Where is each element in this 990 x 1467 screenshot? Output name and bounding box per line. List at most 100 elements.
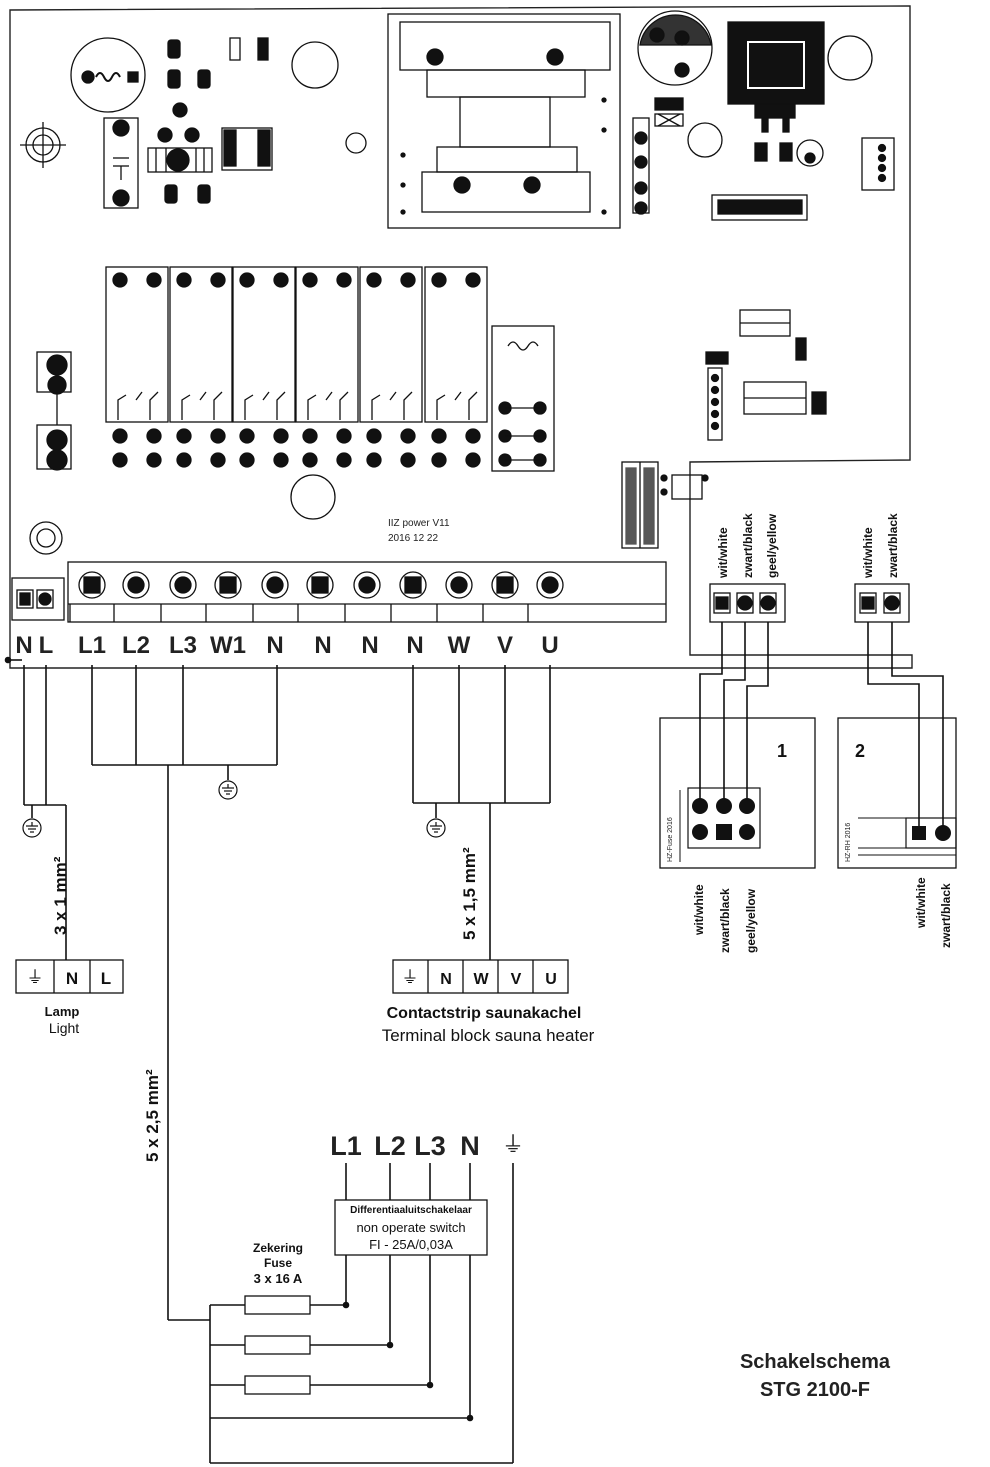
board-version: IIZ power V11 2016 12 22 [388,518,450,544]
fuse-label-line3: 3 x 16 A [254,1271,303,1286]
fuse-l2 [244,1335,311,1355]
mains-n: N [460,1131,480,1161]
lamp-terminal-block: ⏚ N L Lamp Light [15,959,124,1036]
terminal-label: N [406,632,423,659]
rcd-line3: FI - 25A/0,03A [369,1237,453,1252]
wiring [4,622,944,1464]
screw-terminal [252,571,289,622]
wire-label-black-2: zwart/black [886,513,900,578]
wire-label-black-1: zwart/black [741,513,755,578]
terminal-strip [11,561,667,623]
relay [169,266,233,468]
lamp-label: Lamp [45,1004,80,1019]
terminal-label: W1 [210,632,246,659]
board-components-left [29,351,336,555]
fuse-l1 [244,1295,311,1315]
sensor-2: 2 HZ-RH 2016 [837,717,957,869]
heater-block-subtitle: Terminal block sauna heater [382,1026,595,1045]
heater-cell-earth: ⏚ [402,968,419,987]
relay [295,266,359,468]
relay-bank [105,266,555,472]
screw-terminal [113,571,150,622]
sensor2-number: 2 [855,741,865,761]
screw-terminal [436,571,473,622]
sensor-wire-labels-top: wit/white zwart/black geel/yellow wit/wh… [716,513,900,579]
mains-l2: L2 [374,1131,406,1161]
heater-cell-u: U [545,971,557,988]
screw-terminal [344,571,381,622]
terminal-label: L1 [78,632,106,659]
rcd-line1: Differentiaaluitschakelaar [350,1205,472,1216]
terminal-label: L2 [122,632,150,659]
ground-icon [218,780,238,800]
title-line2: STG 2100-F [760,1379,870,1401]
control-board [9,5,913,669]
sensor-1: 1 HZ-Fuse 2016 [659,717,816,869]
terminal-label: N [314,632,331,659]
screw-terminal [69,571,106,622]
fuse-label: Zekering Fuse 3 x 16 A [253,1241,303,1286]
cable-label-lamp: 3 x 1 mm² [51,856,70,935]
heater-cell-w: W [473,971,489,988]
rcd-line2: non operate switch [356,1220,465,1235]
ground-icon [426,818,446,838]
cable-labels: 3 x 1 mm² 5 x 1,5 mm² 5 x 2,5 mm² [51,847,479,1162]
sensor1-label: HZ-Fuse 2016 [667,817,674,862]
relay [232,266,296,468]
heater-block-title: Contactstrip saunakachel [387,1005,582,1022]
mains-l3: L3 [414,1131,446,1161]
terminal-label: V [497,632,513,659]
version-line2: 2016 12 22 [388,533,438,544]
light-label: Light [49,1020,79,1036]
lamp-cell-earth: ⏚ [27,968,44,987]
lamp-cell-n: N [66,969,78,988]
wire-label-white-1: wit/white [716,527,730,579]
screw-terminal [160,571,197,622]
rcd-switch: Differentiaaluitschakelaar non operate s… [334,1199,488,1256]
relay [105,266,169,468]
terminal-label: N [15,632,32,659]
wire-label-yellow-1: geel/yellow [765,513,779,578]
wire-label-yellow-3: geel/yellow [744,888,758,953]
screw-terminal [390,571,427,622]
ground-symbols [22,780,446,838]
screw-terminal [205,571,242,622]
version-line1: IIZ power V11 [388,518,450,529]
ground-icon [22,818,42,838]
terminal-label: W [448,632,471,659]
board-outline [9,5,913,669]
mains-earth-icon: ⏚ [502,1132,524,1157]
relay [491,325,555,472]
sensor-connectors [709,583,910,623]
terminal-screws [69,571,564,622]
relay [359,266,423,468]
fuses [244,1295,311,1395]
diagram-title: Schakelschema STG 2100-F [740,1351,891,1401]
fuse-label-line2: Fuse [264,1256,292,1270]
screw-terminal [527,571,564,622]
fuse-label-line1: Zekering [253,1241,303,1255]
terminal-label: U [541,632,558,659]
wire-label-black-3: zwart/black [718,888,732,953]
sensor2-label: HZ-RH 2016 [845,823,852,862]
heater-cell-n: N [440,971,452,988]
screw-terminal [297,571,334,622]
sensor1-number: 1 [777,741,787,761]
lamp-cell-l: L [101,969,111,988]
wire-label-white-2: wit/white [861,527,875,579]
cable-label-supply: 5 x 2,5 mm² [143,1069,162,1162]
fuse-l3 [244,1375,311,1395]
title-line1: Schakelschema [740,1351,891,1373]
heater-terminal-block: ⏚ N W V U Contactstrip saunakachel Termi… [382,959,595,1045]
cable-label-heater: 5 x 1,5 mm² [460,847,479,940]
mains-l1: L1 [330,1131,362,1161]
terminal-label: L3 [169,632,197,659]
heater-cell-v: V [511,971,522,988]
sensor-wire-labels-bottom: wit/white zwart/black geel/yellow wit/wh… [692,877,953,953]
wire-label-white-3: wit/white [692,884,706,936]
relay [424,266,488,468]
screw-terminal [482,571,519,622]
